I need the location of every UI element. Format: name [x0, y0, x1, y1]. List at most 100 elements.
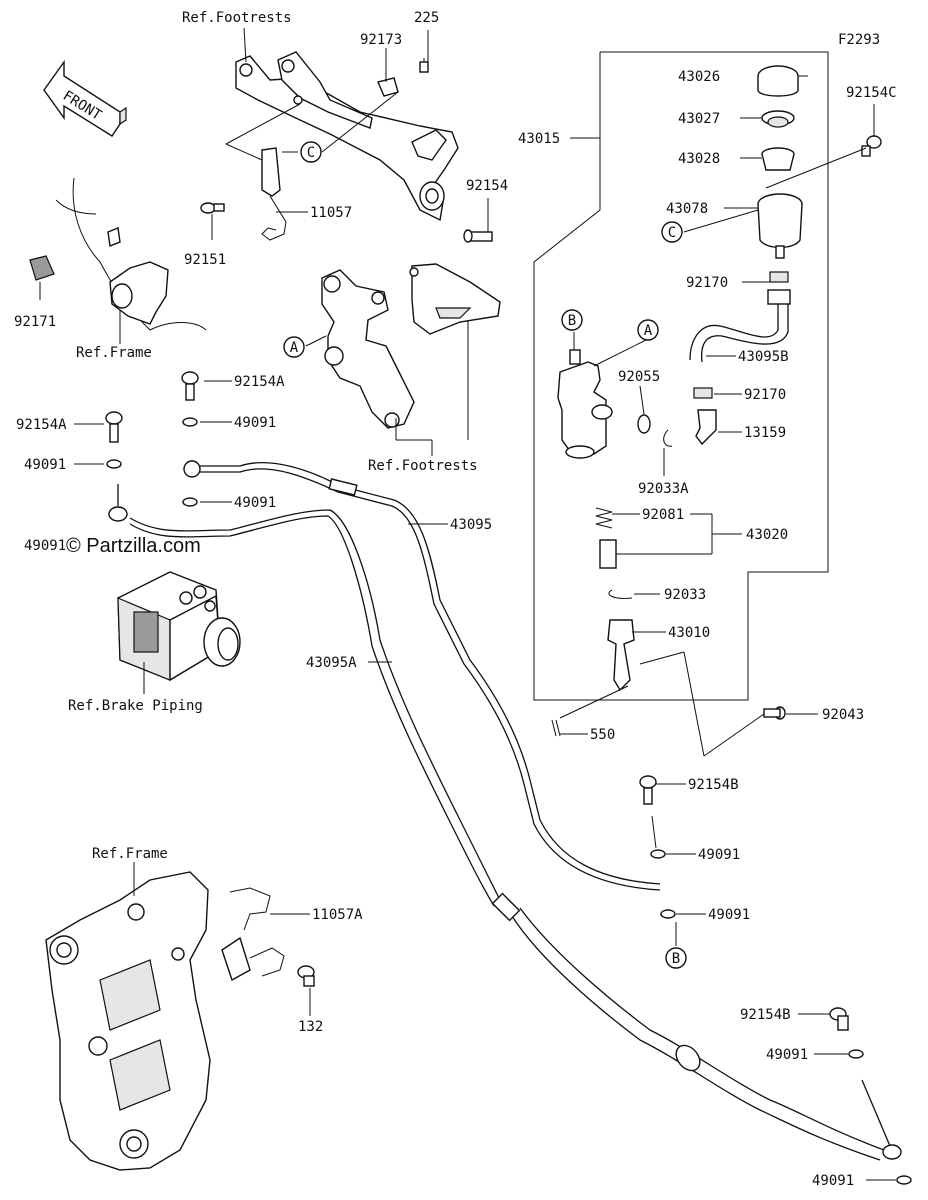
reservoir-cap-43026: [757, 65, 799, 97]
plate-43027: [761, 110, 795, 128]
part-label-49091-h: 49091: [812, 1173, 854, 1189]
part-label-11057: 11057: [310, 205, 352, 221]
clamp-92170-upper: [769, 271, 789, 283]
clamp-92170-lower: [693, 387, 713, 399]
ref-footrests-mid: Ref.Footrests: [368, 458, 478, 474]
part-label-92043: 92043: [822, 707, 864, 723]
ref-footrests-top: Ref.Footrests: [182, 10, 292, 26]
part-label-92154C: 92154C: [846, 85, 897, 101]
washer-49091-b: [106, 459, 122, 469]
part-label-92154A-a: 92154A: [234, 374, 285, 390]
bolt-92154B-upper: [639, 775, 657, 805]
washer-49091-e: [660, 909, 676, 919]
part-label-43026: 43026: [678, 69, 720, 85]
part-label-92170-b: 92170: [744, 387, 786, 403]
callout-a-cylinder: A: [637, 319, 659, 341]
bolt-92154A-b: [105, 411, 123, 443]
part-label-92081: 92081: [642, 507, 684, 523]
bolt-225: [419, 58, 429, 73]
part-label-92151: 92151: [184, 252, 226, 268]
pin-92043: [763, 706, 786, 720]
callout-b-washer: B: [665, 947, 687, 969]
part-label-92170-a: 92170: [686, 275, 728, 291]
part-label-92033A: 92033A: [638, 481, 689, 497]
part-label-550: 550: [590, 727, 615, 743]
leader-lines: [39, 27, 896, 1181]
part-label-43095B: 43095B: [738, 349, 789, 365]
part-label-92154A-b: 92154A: [16, 417, 67, 433]
assembly-43015-boundary: [533, 51, 829, 701]
hose-43095B: [689, 289, 791, 363]
push-rod-43010: [607, 619, 635, 692]
bolt-92151: [200, 202, 225, 214]
switch-11057: [261, 147, 287, 241]
part-label-92154B-a: 92154B: [688, 777, 739, 793]
svg-text:B: B: [672, 951, 680, 967]
part-label-92033: 92033: [664, 587, 706, 603]
callout-b-cylinder: B: [561, 309, 583, 331]
piston-43020: [599, 539, 617, 569]
part-label-225: 225: [414, 10, 439, 26]
bolt-92154A-a: [181, 371, 199, 401]
abs-hydraulic-unit: [117, 571, 241, 682]
part-label-49091-c: 49091: [234, 495, 276, 511]
part-label-11057A: 11057A: [312, 907, 363, 923]
washer-49091-d: [650, 849, 666, 859]
part-label-43027: 43027: [678, 111, 720, 127]
part-label-92173: 92173: [360, 32, 402, 48]
bracket-92173: [377, 77, 399, 97]
part-label-43010: 43010: [668, 625, 710, 641]
bolt-92154: [463, 229, 493, 243]
part-label-49091-f: 49091: [708, 907, 750, 923]
part-label-49091-b: 49091: [24, 457, 66, 473]
part-label-49091-d: 49091: [24, 538, 66, 554]
circlip-92033: [608, 589, 633, 599]
callout-c-reservoir: C: [661, 221, 683, 243]
part-label-43095A: 43095A: [306, 655, 357, 671]
part-label-92154B-b: 92154B: [740, 1007, 791, 1023]
part-label-49091-a: 49091: [234, 415, 276, 431]
ref-frame-bottom: Ref.Frame: [92, 846, 168, 862]
frame-top-left: [55, 177, 207, 331]
circlip-92033A: [663, 429, 673, 447]
part-label-49091-g: 49091: [766, 1047, 808, 1063]
svg-text:C: C: [307, 145, 315, 161]
pin-550: [551, 719, 561, 737]
front-arrow-icon: FRONT: [43, 59, 127, 137]
part-label-92055: 92055: [618, 369, 660, 385]
spring-92081: [595, 507, 613, 529]
washer-49091-a: [182, 417, 198, 427]
bolt-132: [297, 965, 315, 987]
svg-text:B: B: [568, 313, 576, 329]
watermark: © Partzilla.com: [66, 535, 201, 557]
callout-c-upper: C: [300, 141, 322, 163]
diagram-code: F2293: [838, 32, 880, 48]
part-label-43095: 43095: [450, 517, 492, 533]
part-label-13159: 13159: [744, 425, 786, 441]
cap-92171: [29, 255, 55, 281]
part-label-43078: 43078: [666, 201, 708, 217]
master-cylinder-body: [557, 349, 613, 459]
part-label-132: 132: [298, 1019, 323, 1035]
part-label-43020: 43020: [746, 527, 788, 543]
svg-text:C: C: [668, 225, 676, 241]
part-label-43028: 43028: [678, 151, 720, 167]
part-label-43015: 43015: [518, 131, 560, 147]
fitting-13159: [695, 409, 717, 446]
reservoir-43078: [757, 193, 803, 259]
washer-49091-f: [848, 1049, 864, 1059]
frame-bottom-left: [45, 871, 211, 1171]
svg-text:A: A: [290, 340, 299, 356]
brake-hose-43095A: [108, 484, 902, 1161]
ref-frame-top: Ref.Frame: [76, 345, 152, 361]
brake-hose-43095: [183, 460, 661, 891]
oring-92055: [637, 414, 651, 434]
svg-text:A: A: [644, 323, 653, 339]
part-label-92171: 92171: [14, 314, 56, 330]
ref-brake-piping: Ref.Brake Piping: [68, 698, 203, 714]
footrest-bracket-middle: [321, 263, 501, 429]
part-label-49091-e: 49091: [698, 847, 740, 863]
footrest-bracket-upper: [235, 51, 459, 222]
washer-49091-g: [896, 1175, 912, 1185]
